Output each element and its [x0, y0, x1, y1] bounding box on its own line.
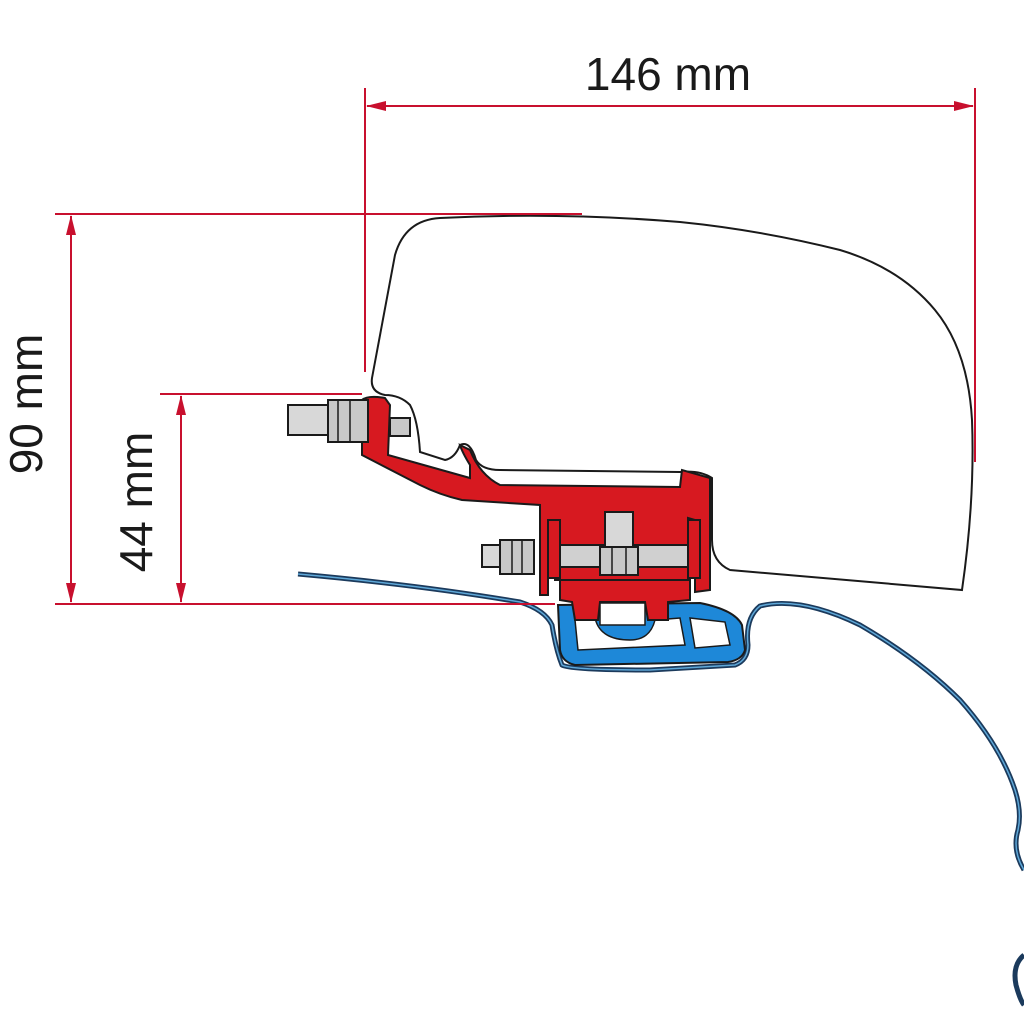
red-clamp-block [559, 579, 691, 621]
partial-height-label: 44 mm [110, 432, 162, 573]
awning-housing [370, 214, 974, 592]
total-height-label: 90 mm [0, 334, 52, 475]
vehicle-roof-lower-edge [1012, 953, 1024, 1007]
width-label: 146 mm [585, 48, 751, 100]
red-clamp-inner [599, 602, 646, 626]
blue-rail-hollow [689, 617, 731, 649]
width-dimension: 146 mm [364, 48, 976, 462]
upper-bolt [287, 399, 411, 443]
vertical-screw [599, 511, 639, 576]
total-height-dimension: 90 mm [0, 213, 582, 605]
vehicle-roof-line-inner [297, 573, 1024, 871]
partial-height-dimension: 44 mm [110, 393, 362, 603]
